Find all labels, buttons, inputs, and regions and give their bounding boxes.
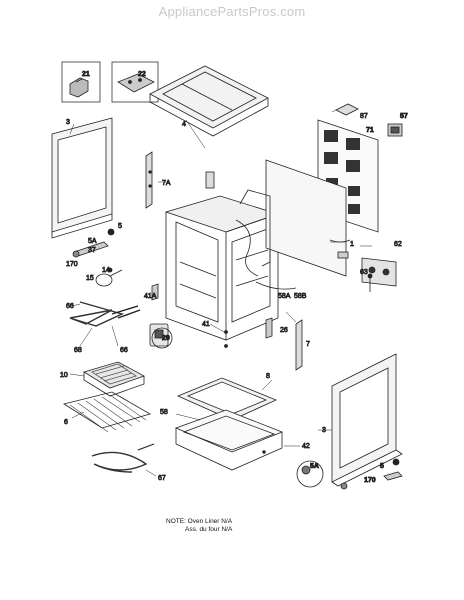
part-body-frame[interactable] [164, 195, 280, 341]
label-22: 22 [138, 71, 146, 78]
part-87-panel[interactable] [335, 103, 359, 116]
part-58-42-drawer[interactable] [174, 409, 284, 471]
part-4-cooktop[interactable] [149, 65, 269, 137]
label-5A-right: 5A [310, 463, 319, 470]
label-14: 14 [102, 267, 110, 274]
part-tube[interactable] [205, 171, 215, 189]
part-8-door-glass[interactable] [176, 377, 278, 421]
part-63[interactable] [367, 273, 373, 292]
label-26: 26 [280, 327, 288, 334]
label-29: 29 [162, 335, 170, 342]
label-68: 68 [74, 347, 82, 354]
note-line-2: Ass. du four N/A [185, 526, 233, 533]
label-66-a: 66 [66, 303, 74, 310]
label-63: 63 [360, 269, 368, 276]
label-5A-left: 5A [88, 238, 97, 245]
note-line-1: NOTE: Oven Liner N/A [166, 518, 233, 525]
part-7A-bracket[interactable] [145, 151, 153, 209]
part-6-oven-rack[interactable] [62, 391, 152, 433]
label-58B: 58B [294, 293, 307, 300]
label-5-left: 5 [118, 223, 122, 230]
label-41A: 41A [144, 293, 157, 300]
part-back-wall[interactable] [235, 159, 347, 277]
label-8: 8 [266, 373, 270, 380]
watermark: AppliancePartsPros.com [158, 4, 306, 19]
label-10: 10 [60, 372, 68, 379]
part-66-bake-element[interactable] [69, 301, 141, 327]
part-21-inset[interactable] [61, 61, 101, 103]
leader-lines [69, 109, 372, 477]
label-6: 6 [64, 419, 68, 426]
part-57-knob[interactable] [387, 123, 403, 137]
label-170-right: 170 [364, 477, 376, 484]
label-41: 41 [202, 321, 210, 328]
part-14-15-igniter[interactable] [95, 267, 123, 287]
part-41A-bracket[interactable] [151, 283, 159, 301]
label-37: 37 [88, 247, 96, 254]
label-58: 58 [160, 409, 168, 416]
part-22-inset[interactable] [111, 61, 159, 103]
label-15: 15 [86, 275, 94, 282]
label-62: 62 [394, 241, 402, 248]
part-41-screws[interactable] [224, 330, 228, 348]
part-29-sensor[interactable] [149, 323, 173, 349]
note: NOTE: Oven Liner N/A Ass. du four N/A [166, 518, 232, 534]
label-7: 7 [306, 341, 310, 348]
label-170-left: 170 [66, 261, 78, 268]
part-62-switch[interactable] [361, 257, 397, 287]
label-4: 4 [182, 121, 186, 128]
part-5-screw-right[interactable] [392, 458, 400, 466]
part-5A-right-screw-circle[interactable] [296, 460, 324, 488]
label-87: 87 [360, 113, 368, 120]
label-71: 71 [366, 127, 374, 134]
label-3-left: 3 [66, 119, 70, 126]
label-21: 21 [82, 71, 90, 78]
label-5-right: 5 [380, 463, 384, 470]
part-7-bracket-right[interactable] [295, 319, 303, 371]
label-58A: 58A [278, 293, 291, 300]
part-3-side-panel-right[interactable] [331, 353, 403, 487]
part-37-170-left[interactable] [72, 241, 109, 258]
part-5-screw-left[interactable] [107, 228, 115, 236]
label-1: 1 [350, 241, 354, 248]
part-170-right[interactable] [340, 471, 403, 490]
label-66-b: 66 [120, 347, 128, 354]
part-10-broil-pan[interactable] [83, 361, 145, 397]
label-42: 42 [302, 443, 310, 450]
part-3-side-panel-left[interactable] [51, 117, 113, 239]
part-58A-58B-wire[interactable] [255, 281, 297, 290]
label-57: 57 [400, 113, 408, 120]
part-26-hinge[interactable] [265, 317, 273, 339]
label-67: 67 [158, 475, 166, 482]
label-7A: 7A [162, 180, 171, 187]
part-67-broil-element[interactable] [91, 443, 155, 473]
label-3-right: 3 [322, 427, 326, 434]
